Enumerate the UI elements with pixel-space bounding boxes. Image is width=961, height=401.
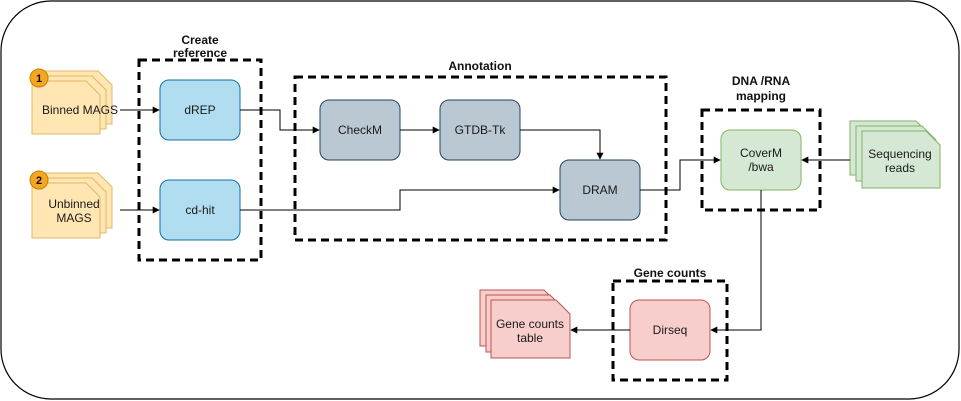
binned-mags-label: Binned MAGS (42, 103, 118, 117)
checkm-node: CheckM (319, 99, 401, 161)
svg-text:GTDB-Tk: GTDB-Tk (455, 123, 507, 137)
drep-node: dREP (159, 79, 241, 141)
badge-2: 2 (29, 170, 49, 190)
sequencing-reads-label-1: Sequencing (868, 147, 931, 161)
edge-drep-to-checkm (240, 109, 320, 134)
cdhit-node: cd-hit (159, 179, 241, 241)
svg-text:2: 2 (36, 175, 42, 187)
unbinned-mags-node: Unbinned MAGS (31, 172, 113, 239)
svg-text:CheckM: CheckM (338, 123, 382, 137)
sequencing-reads-node: Sequencing reads (849, 120, 941, 189)
coverm-node: CoverM /bwa (720, 129, 802, 191)
gene-counts-table-label-1: Gene counts (496, 317, 564, 331)
annotation-group (293, 75, 668, 242)
create-reference-title-1: Create (181, 33, 219, 47)
edge-gtdbtk-to-dram (520, 129, 604, 160)
unbinned-mags-label-1: Unbinned (48, 197, 99, 211)
create-reference-group (137, 58, 263, 262)
binned-mags-node: Binned MAGS (31, 70, 118, 135)
svg-text:CoverM: CoverM (740, 146, 782, 160)
create-reference-title-2: reference (173, 46, 227, 60)
dram-node: DRAM (559, 159, 641, 221)
gtdbtk-node: GTDB-Tk (439, 99, 521, 161)
svg-text:Dirseq: Dirseq (653, 323, 688, 337)
dirseq-node: Dirseq (629, 299, 711, 361)
svg-text:1: 1 (36, 73, 42, 85)
svg-text:/bwa: /bwa (748, 160, 774, 174)
gene-counts-table-node: Gene counts table (479, 289, 571, 359)
gene-counts-title: Gene counts (634, 266, 707, 280)
edge-coverm-to-dirseq (710, 190, 762, 334)
mapping-title-2: mapping (736, 89, 786, 103)
annotation-title: Annotation (448, 59, 511, 73)
edge-dram-to-coverm (640, 156, 721, 191)
mapping-title-1: DNA /RNA (732, 74, 791, 88)
edge-cdhit-to-dram (240, 186, 560, 211)
gene-counts-table-label-2: table (517, 331, 543, 345)
svg-text:dREP: dREP (184, 103, 215, 117)
unbinned-mags-label-2: MAGS (56, 211, 91, 225)
badge-1: 1 (29, 68, 49, 88)
svg-text:cd-hit: cd-hit (185, 203, 215, 217)
sequencing-reads-label-2: reads (885, 161, 915, 175)
svg-text:DRAM: DRAM (582, 183, 617, 197)
